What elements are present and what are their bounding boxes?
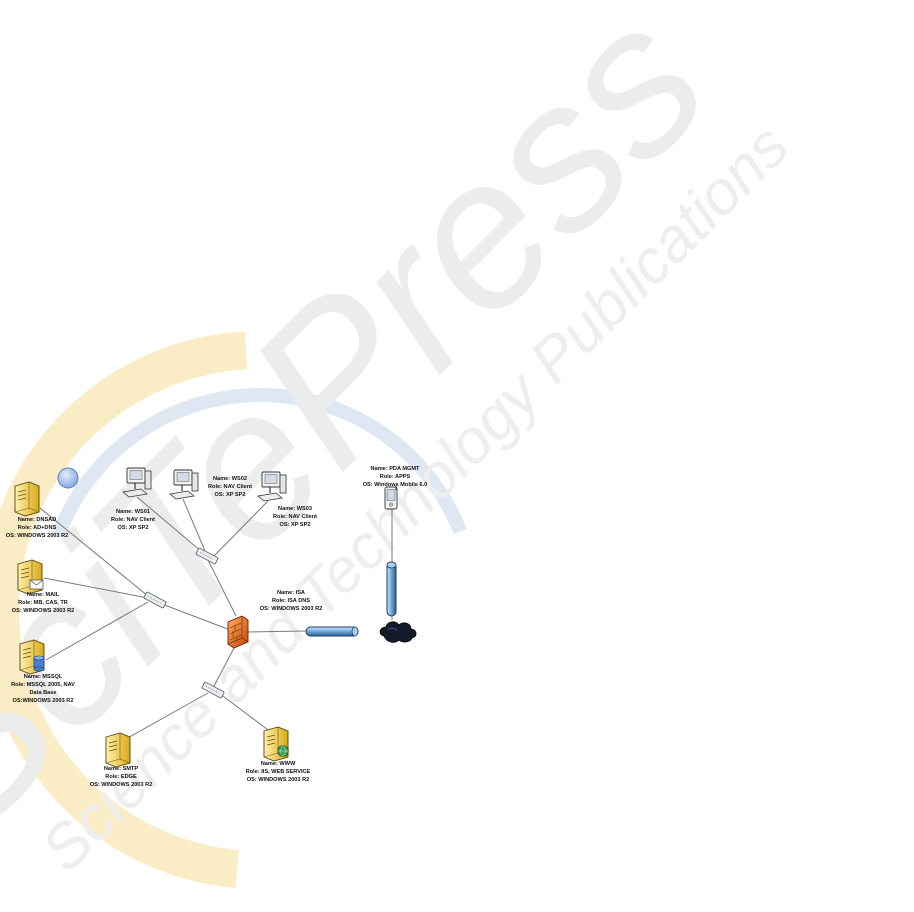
workstation-ws01[interactable] xyxy=(122,467,152,498)
link-wsswitch-isa xyxy=(207,559,237,617)
server-mail[interactable] xyxy=(17,559,44,595)
link-ws03-switch xyxy=(211,500,269,559)
mail-envelope-icon xyxy=(29,579,44,590)
switch-workstations[interactable] xyxy=(195,547,219,565)
server-mssql[interactable] xyxy=(19,639,45,675)
link-switch-isa xyxy=(161,603,231,631)
database-icon xyxy=(33,655,45,672)
link-dmzswitch-www xyxy=(218,692,273,734)
cloud-icon[interactable] xyxy=(379,621,417,643)
watermark-ring xyxy=(0,331,539,889)
workstation-ws02[interactable] xyxy=(169,469,199,500)
tube-link-pda-internet xyxy=(386,561,397,617)
globe-icon xyxy=(277,745,289,757)
link-mail-switch xyxy=(43,577,149,599)
pda-icon[interactable] xyxy=(384,485,398,510)
workstation-ws03[interactable] xyxy=(257,471,287,502)
firewall-icon[interactable] xyxy=(227,615,249,649)
tube-link-isa-internet xyxy=(305,626,359,637)
link-mssql-switch xyxy=(45,601,149,661)
switch-servers[interactable] xyxy=(143,591,167,609)
link-dns-switch xyxy=(39,507,149,597)
link-isa-dmzswitch xyxy=(212,647,235,689)
server-dns[interactable] xyxy=(14,481,40,517)
switch-dmz[interactable] xyxy=(201,681,225,699)
link-dmzswitch-smtp xyxy=(123,692,209,741)
selection-marker[interactable] xyxy=(57,467,79,489)
server-smtp[interactable] xyxy=(105,732,131,768)
link-isa-internet xyxy=(247,630,307,633)
link-ws01-switch xyxy=(136,496,203,553)
link-ws02-switch xyxy=(182,498,206,552)
server-www[interactable] xyxy=(263,726,289,762)
